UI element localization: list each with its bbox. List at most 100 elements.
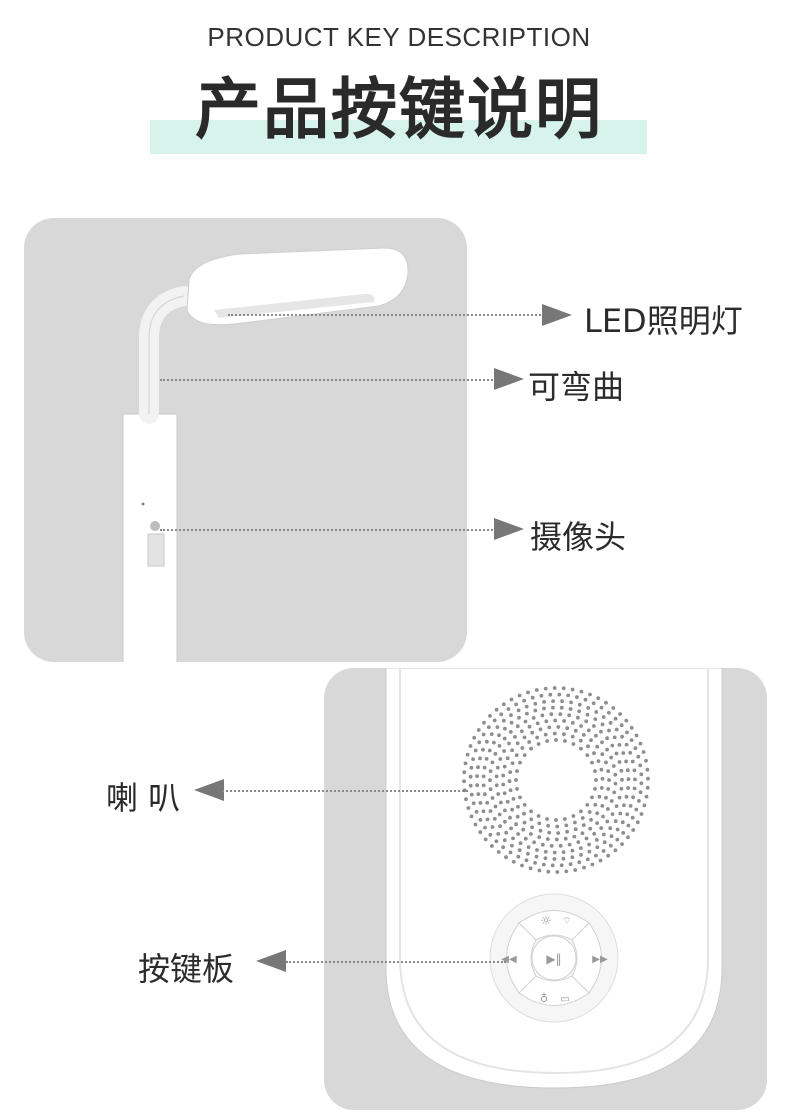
- header-subtitle: PRODUCT KEY DESCRIPTION: [207, 22, 591, 52]
- speaker-hole: [530, 730, 535, 735]
- speaker-hole: [631, 828, 636, 832]
- speaker-hole: [510, 843, 514, 848]
- speaker-hole: [620, 820, 625, 825]
- speaker-hole: [539, 693, 544, 698]
- speaker-hole: [562, 719, 566, 723]
- speaker-hole: [609, 755, 613, 760]
- speaker-hole: [596, 696, 601, 701]
- speaker-hole: [607, 710, 611, 715]
- speaker-hole: [597, 794, 602, 799]
- header-title: 产品按键说明: [195, 71, 603, 148]
- speaker-hole: [468, 744, 473, 748]
- speaker-hole: [605, 819, 610, 824]
- speaker-hole: [499, 800, 503, 805]
- speaker-hole: [510, 761, 515, 766]
- speaker-hole: [535, 735, 539, 740]
- speaker-hole: [549, 844, 554, 848]
- previous-key[interactable]: [506, 922, 537, 994]
- speaker-hole: [600, 804, 605, 808]
- speaker-hole: [615, 837, 620, 842]
- speaker-hole: [469, 765, 474, 770]
- speaker-hole: [473, 822, 478, 827]
- speaker-hole: [543, 849, 548, 854]
- speaker-hole: [553, 718, 558, 723]
- speaker-hole: [548, 692, 553, 697]
- speaker-hole: [488, 809, 493, 813]
- speaker-hole: [586, 728, 591, 733]
- speaker-hole: [626, 786, 630, 790]
- speaker-hole: [609, 834, 614, 839]
- speaker-hole: [601, 814, 605, 819]
- speaker-hole: [571, 742, 576, 746]
- speaker-hole: [593, 717, 598, 721]
- speaker-hole: [529, 832, 533, 836]
- speaker-hole: [466, 806, 471, 810]
- speaker-hole: [494, 774, 499, 779]
- speaker-hole: [476, 765, 480, 770]
- speaker-hole: [582, 865, 586, 870]
- next-key[interactable]: [571, 922, 602, 994]
- speaker-hole: [613, 819, 618, 824]
- speaker-hole: [521, 827, 526, 832]
- speaker-hole: [510, 807, 514, 812]
- speaker-hole: [562, 732, 566, 737]
- speaker-hole: [469, 792, 474, 797]
- speaker-hole: [511, 797, 516, 801]
- speaker-hole: [482, 720, 486, 725]
- speaker-hole: [514, 822, 518, 827]
- speaker-hole: [624, 759, 628, 764]
- speaker-hole: [555, 824, 560, 829]
- speaker-hole: [594, 710, 599, 714]
- speaker-hole: [604, 760, 608, 765]
- speaker-hole: [535, 848, 539, 852]
- speaker-hole: [515, 787, 519, 791]
- speaker-hole: [600, 752, 605, 757]
- speaker-hole: [639, 812, 644, 816]
- speaker-hole: [638, 741, 643, 746]
- speaker-hole: [572, 834, 577, 839]
- speaker-hole: [577, 709, 582, 714]
- speaker-hole: [501, 718, 506, 723]
- speaker-hole: [601, 849, 606, 853]
- speaker-hole: [600, 776, 605, 781]
- speaker-hole: [613, 781, 618, 786]
- speaker-hole: [585, 753, 590, 757]
- speaker-hole: [545, 817, 549, 821]
- speaker-hole: [626, 823, 631, 828]
- speaker-hole: [645, 785, 650, 790]
- speaker-hole: [514, 778, 518, 782]
- speaker-hole: [568, 862, 573, 867]
- speaker-hole: [579, 689, 584, 694]
- speaker-hole: [509, 697, 514, 702]
- speaker-hole: [575, 695, 579, 699]
- speaker-hole: [507, 779, 512, 784]
- bendable-pointer-line: [160, 379, 497, 381]
- speaker-hole: [591, 701, 596, 706]
- speaker-hole: [638, 763, 643, 768]
- speaker-hole: [462, 779, 466, 784]
- speaker-hole: [508, 850, 513, 855]
- speaker-hole: [619, 786, 624, 791]
- speaker-label: 喇 叭: [106, 779, 181, 817]
- camera-pointer-line: [160, 529, 497, 531]
- speaker-hole: [584, 719, 589, 724]
- speaker-hole: [565, 726, 570, 731]
- speaker-hole: [625, 730, 629, 735]
- speaker-hole: [484, 757, 489, 761]
- play-pause-key[interactable]: [531, 935, 577, 981]
- speaker-hole: [561, 850, 566, 854]
- speaker-hole: [544, 719, 549, 724]
- speaker-hole: [502, 749, 506, 753]
- speaker-hole: [496, 832, 501, 836]
- speaker-hole: [478, 818, 483, 822]
- speaker-hole: [485, 817, 490, 822]
- speaker-hole: [551, 699, 555, 703]
- bendable-arrow-icon: [494, 368, 524, 390]
- speaker-hole: [618, 712, 622, 716]
- speaker-hole: [508, 815, 512, 820]
- speaker-hole: [619, 723, 624, 728]
- speaker-hole: [519, 729, 524, 734]
- speaker-hole: [509, 826, 513, 831]
- lamp-head: [186, 247, 409, 326]
- speaker-hole: [522, 753, 527, 757]
